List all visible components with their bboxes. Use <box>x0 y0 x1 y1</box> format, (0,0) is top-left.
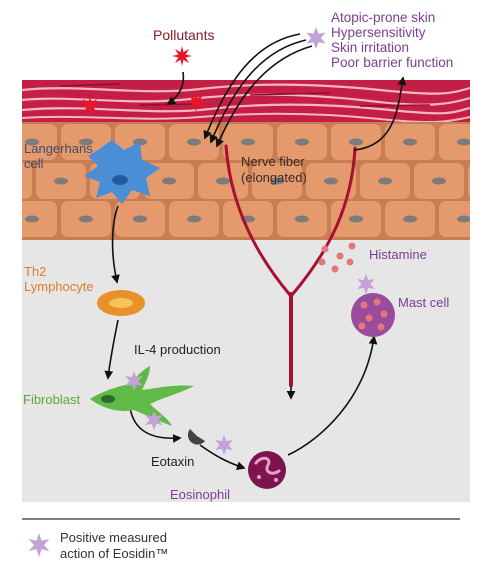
keratinocyte-nucleus <box>295 215 309 223</box>
mast-cell <box>351 293 395 337</box>
symptom-line: Atopic-prone skin <box>331 10 435 25</box>
keratinocyte-nucleus <box>270 177 284 185</box>
langerhans-label-line: cell <box>24 156 44 171</box>
keratinocyte-nucleus <box>432 177 446 185</box>
eotaxin-molecule <box>187 429 205 445</box>
label-histamine: Histamine <box>369 247 427 262</box>
keratinocyte-nucleus <box>295 138 309 146</box>
epidermis-cells <box>0 122 500 240</box>
keratinocyte-nucleus <box>216 177 230 185</box>
keratinocyte-cell <box>439 201 470 237</box>
label-nerve: Nerve fiber (elongated) <box>241 154 307 185</box>
eosinophil <box>248 451 286 489</box>
label-pollutants: Pollutants <box>153 27 214 43</box>
keratinocyte-nucleus <box>187 215 201 223</box>
pollutant-star-icon <box>80 96 100 116</box>
histamine-granules <box>318 242 356 273</box>
th2-label-line: Th2 <box>24 264 46 279</box>
lilac-star-icon <box>28 533 50 557</box>
pollutant-stars <box>80 46 206 116</box>
keratinocyte-nucleus <box>457 215 470 223</box>
label-mast-cell: Mast cell <box>398 295 449 310</box>
keratinocyte-cell <box>439 124 470 160</box>
keratinocyte-nucleus <box>0 178 14 185</box>
keratinocyte-nucleus <box>403 138 417 146</box>
label-il4: IL-4 production <box>134 342 221 357</box>
keratinocyte-nucleus <box>378 177 392 185</box>
lilac-star-icon <box>125 371 143 391</box>
keratinocyte-nucleus <box>162 177 176 185</box>
keratinocyte-nucleus <box>25 215 39 223</box>
keratinocyte-nucleus <box>79 138 93 146</box>
keratinocyte-nucleus <box>241 138 255 146</box>
keratinocyte-cell <box>22 124 57 160</box>
fibroblast <box>90 366 194 426</box>
keratinocyte-nucleus <box>349 138 363 146</box>
label-symptoms: Atopic-prone skin Hypersensitivity Skin … <box>331 10 453 70</box>
keratinocyte-nucleus <box>54 177 68 185</box>
nerve-label-line: (elongated) <box>241 170 307 185</box>
th2-label-line: Lymphocyte <box>24 279 94 294</box>
label-eotaxin: Eotaxin <box>151 454 194 469</box>
langerhans-label-line: Langerhans <box>24 141 93 156</box>
keratinocyte-cell <box>468 165 470 197</box>
keratinocyte-nucleus <box>25 138 39 146</box>
keratinocyte-nucleus <box>324 177 338 185</box>
symptom-line: Hypersensitivity <box>331 25 426 40</box>
keratinocyte-cell <box>22 163 32 199</box>
lilac-star-icon <box>145 410 163 430</box>
lilac-star-icon <box>357 274 375 294</box>
keratinocyte-nucleus <box>187 138 201 146</box>
keratinocyte-nucleus <box>486 178 500 185</box>
keratinocyte-nucleus <box>79 215 93 223</box>
legend-text-line2: action of Eosidin™ <box>60 546 168 561</box>
langerhans-cell <box>84 140 160 204</box>
keratinocyte-nucleus <box>457 138 470 146</box>
legend-text-line1: Positive measured <box>60 530 167 545</box>
keratinocyte-nucleus <box>349 215 363 223</box>
symptom-line: Poor barrier function <box>331 55 453 70</box>
label-eosinophil: Eosinophil <box>170 487 230 502</box>
lilac-star-icon <box>215 435 233 455</box>
pollutant-star-icon <box>172 46 192 66</box>
dermis-background <box>22 239 470 502</box>
symptom-line: Skin irritation <box>331 40 409 55</box>
th2-lymphocyte <box>97 290 145 316</box>
nerve-label-line: Nerve fiber <box>241 154 305 169</box>
pathway-arrows <box>104 33 407 470</box>
label-fibroblast: Fibroblast <box>23 392 80 407</box>
nerve-fiber <box>224 144 357 387</box>
eosidin-stars <box>125 27 375 455</box>
label-langerhans: Langerhans cell <box>24 141 93 171</box>
keratinocyte-nucleus <box>403 215 417 223</box>
lilac-star-icon <box>306 27 326 49</box>
keratinocyte-cell <box>22 201 57 237</box>
keratinocyte-nucleus <box>133 215 147 223</box>
label-th2: Th2 Lymphocyte <box>24 264 94 294</box>
pollutant-star-icon <box>186 92 206 112</box>
